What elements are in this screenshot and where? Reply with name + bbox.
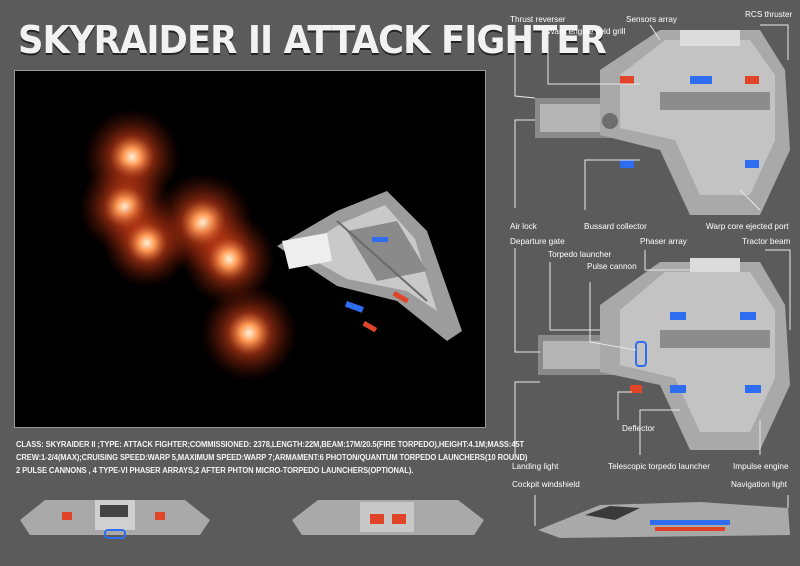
label-air-lock: Air lock	[510, 222, 537, 231]
label-warp-engine-field-grill: Warp engine field grill	[547, 27, 626, 36]
fighter-3d-model	[277, 191, 462, 341]
torpedo-glow	[183, 213, 275, 305]
label-impulse-engine: Impulse engine	[733, 462, 789, 471]
callout-lines	[514, 24, 791, 526]
label-rcs-thruster: RCS thruster	[745, 10, 793, 19]
torpedo-glow	[103, 199, 191, 287]
label-cockpit-windshield: Cockpit windshield	[512, 480, 580, 489]
spec-line: 2 PULSE CANNONS , 4 TYPE-VI PHASER ARRAY…	[16, 465, 414, 475]
label-pulse-cannon: Pulse cannon	[587, 262, 637, 271]
top-view-ship	[535, 30, 790, 215]
label-tractor-beam: Tractor beam	[742, 237, 791, 246]
spec-line: CLASS: SKYRAIDER II ;TYPE: ATTACK FIGHTE…	[16, 439, 525, 449]
label-bussard-collector: Bussard collector	[584, 222, 647, 231]
label-navigation-light: Navigation light	[731, 480, 787, 489]
label-phaser-array: Phaser array	[640, 237, 687, 246]
label-telescopic-torpedo-launcher: Telescopic torpedo launcher	[608, 462, 710, 471]
rear-view-ship	[292, 500, 484, 535]
label-landing-light: Landing light	[512, 462, 559, 471]
label-sensors-array: Sensors array	[626, 15, 677, 24]
label-thrust-reverser: Thrust reverser	[510, 15, 566, 24]
label-departure-gate: Departure gate	[510, 237, 565, 246]
torpedo-glow-group	[79, 109, 297, 381]
fighter-render-panel	[14, 70, 486, 428]
bottom-view-ship	[538, 258, 790, 450]
front-view-ship	[20, 500, 210, 539]
label-deflector: Deflector	[622, 424, 655, 433]
label-warp-core-ejected-port: Warp core ejected port	[706, 222, 789, 231]
torpedo-glow	[201, 285, 297, 381]
spec-text-block: CLASS: SKYRAIDER II ;TYPE: ATTACK FIGHTE…	[16, 438, 528, 477]
spec-line: CREW:1-2/4(MAX);CRUISING SPEED:WARP 5,MA…	[16, 452, 528, 462]
label-torpedo-launcher: Torpedo launcher	[548, 250, 612, 259]
side-view-ship	[538, 502, 790, 538]
fighter-render-illustration	[79, 109, 462, 381]
